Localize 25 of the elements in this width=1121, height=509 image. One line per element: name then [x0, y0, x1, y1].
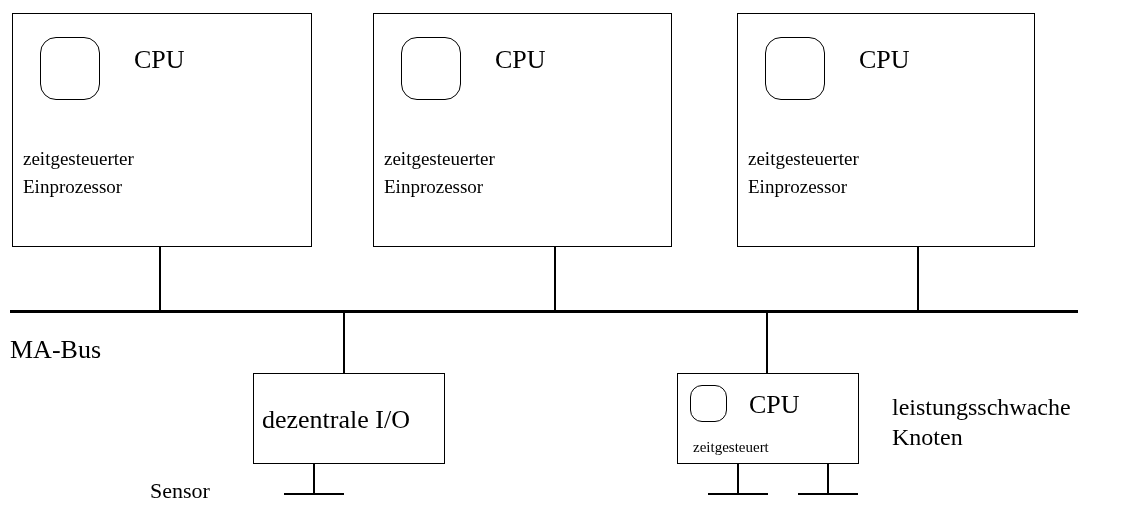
processor-box [12, 13, 312, 247]
connector-line [343, 310, 345, 374]
connector-line [737, 463, 739, 494]
sensor-label: Sensor [150, 477, 211, 505]
processor-box [737, 13, 1035, 247]
connector-line [917, 246, 919, 313]
connector-line [827, 463, 829, 494]
node-description: zeitgesteuerter Einprozessor [384, 147, 496, 199]
cpu-label: CPU [749, 389, 800, 421]
node-description: zeitgesteuert [693, 438, 769, 456]
cpu-label: CPU [134, 44, 185, 76]
connector-line [313, 463, 315, 494]
node-description: zeitgesteuerter Einprozessor [23, 147, 135, 199]
connector-line [159, 246, 161, 313]
node-label: dezentrale I/O [262, 404, 410, 436]
cpu-label: CPU [495, 44, 546, 76]
node-box [677, 373, 859, 464]
bus-label: MA-Bus [10, 334, 101, 366]
connector-line [766, 310, 768, 374]
processor-box [373, 13, 672, 247]
node-description: zeitgesteuerter Einprozessor [748, 147, 860, 199]
cpu-label: CPU [859, 44, 910, 76]
io-box [253, 373, 445, 464]
connector-line [554, 246, 556, 313]
node-caption: leistungsschwache Knoten [892, 393, 1072, 452]
